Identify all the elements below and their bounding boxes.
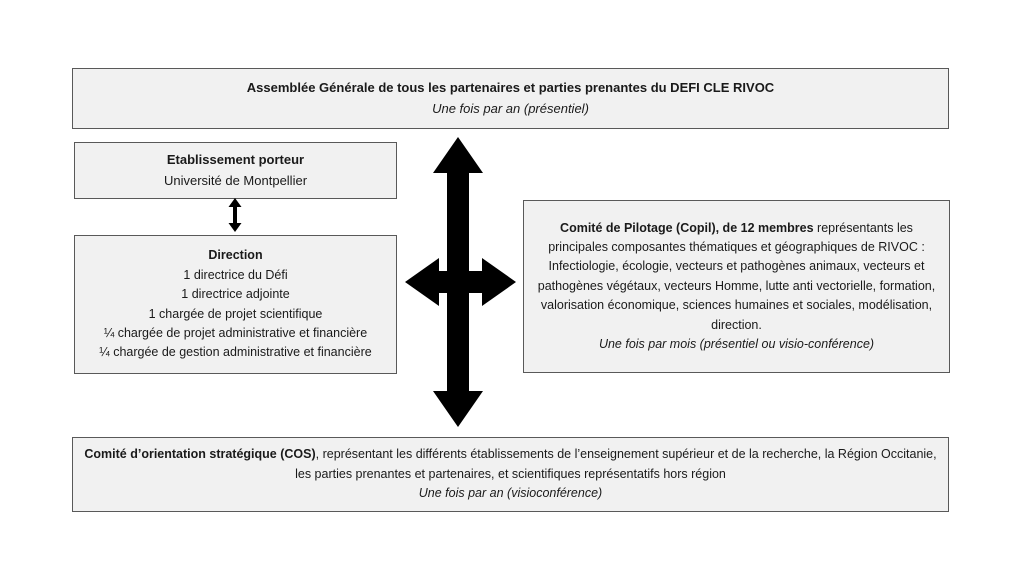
etablissement-title: Etablissement porteur (166, 152, 305, 168)
updown-arrow-icon (228, 198, 242, 232)
cos-box: Comité d’orientation stratégique (COS), … (72, 437, 949, 512)
direction-title: Direction (208, 248, 263, 263)
cos-paragraph: Comité d’orientation stratégique (COS), … (83, 445, 938, 484)
direction-line: ¼ chargée de gestion administrative et f… (99, 345, 372, 360)
cross-arrow-icon (405, 137, 516, 427)
copil-box: Comité de Pilotage (Copil), de 12 membre… (523, 200, 950, 373)
assemblee-frequency: Une fois par an (présentiel) (432, 100, 589, 116)
assemblee-generale-box: Assemblée Générale de tous les partenair… (72, 68, 949, 129)
direction-line: 1 directrice adjointe (181, 287, 290, 302)
copil-paragraph: Comité de Pilotage (Copil), de 12 membre… (534, 219, 939, 335)
copil-body: représentants les principales composante… (537, 220, 936, 332)
cos-title: Comité d’orientation stratégique (COS) (84, 447, 316, 462)
copil-frequency: Une fois par mois (présentiel ou visio-c… (598, 336, 875, 351)
direction-line: 1 directrice du Défi (183, 267, 288, 282)
copil-title: Comité de Pilotage (Copil), de 12 membre… (560, 220, 814, 235)
etablissement-body: Université de Montpellier (163, 172, 308, 188)
direction-line: ¼ chargée de projet administrative et fi… (103, 325, 368, 340)
assemblee-title: Assemblée Générale de tous les partenair… (246, 80, 775, 96)
direction-box: Direction 1 directrice du Défi 1 directr… (74, 235, 397, 374)
etablissement-porteur-box: Etablissement porteur Université de Mont… (74, 142, 397, 199)
direction-line: 1 chargée de projet scientifique (148, 306, 323, 321)
cos-frequency: Une fois par an (visioconférence) (418, 486, 603, 501)
cos-body: , représentant les différents établissem… (295, 447, 937, 481)
